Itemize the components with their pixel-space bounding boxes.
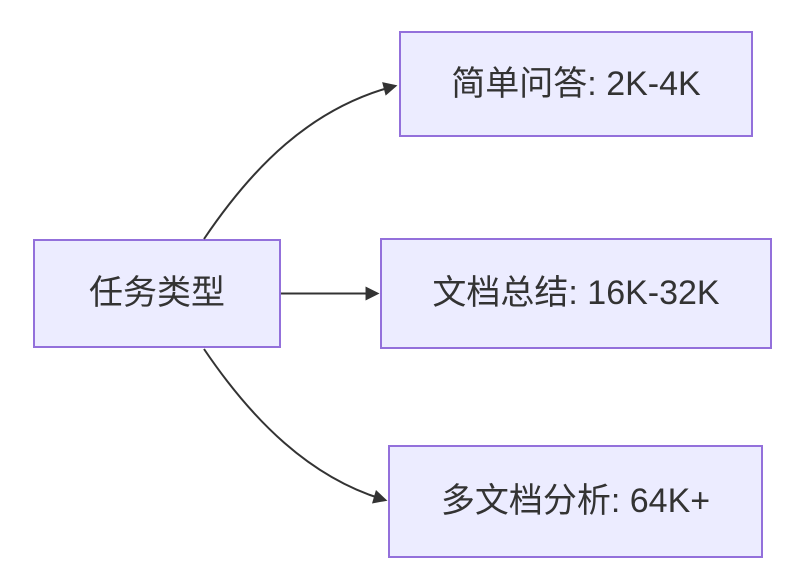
edge-task-to-multidoc	[203, 348, 388, 504]
node-simple-qa: 简单问答: 2K-4K	[399, 31, 753, 137]
node-multidoc-analysis: 多文档分析: 64K+	[388, 445, 763, 558]
node-multidoc-analysis-label: 多文档分析: 64K+	[440, 482, 711, 521]
edge-task-to-simple-qa	[203, 82, 398, 240]
node-doc-summary: 文档总结: 16K-32K	[380, 238, 772, 349]
node-task-type: 任务类型	[33, 239, 281, 348]
node-doc-summary-label: 文档总结: 16K-32K	[432, 274, 720, 313]
node-task-type-label: 任务类型	[89, 274, 225, 313]
node-simple-qa-label: 简单问答: 2K-4K	[451, 64, 701, 103]
